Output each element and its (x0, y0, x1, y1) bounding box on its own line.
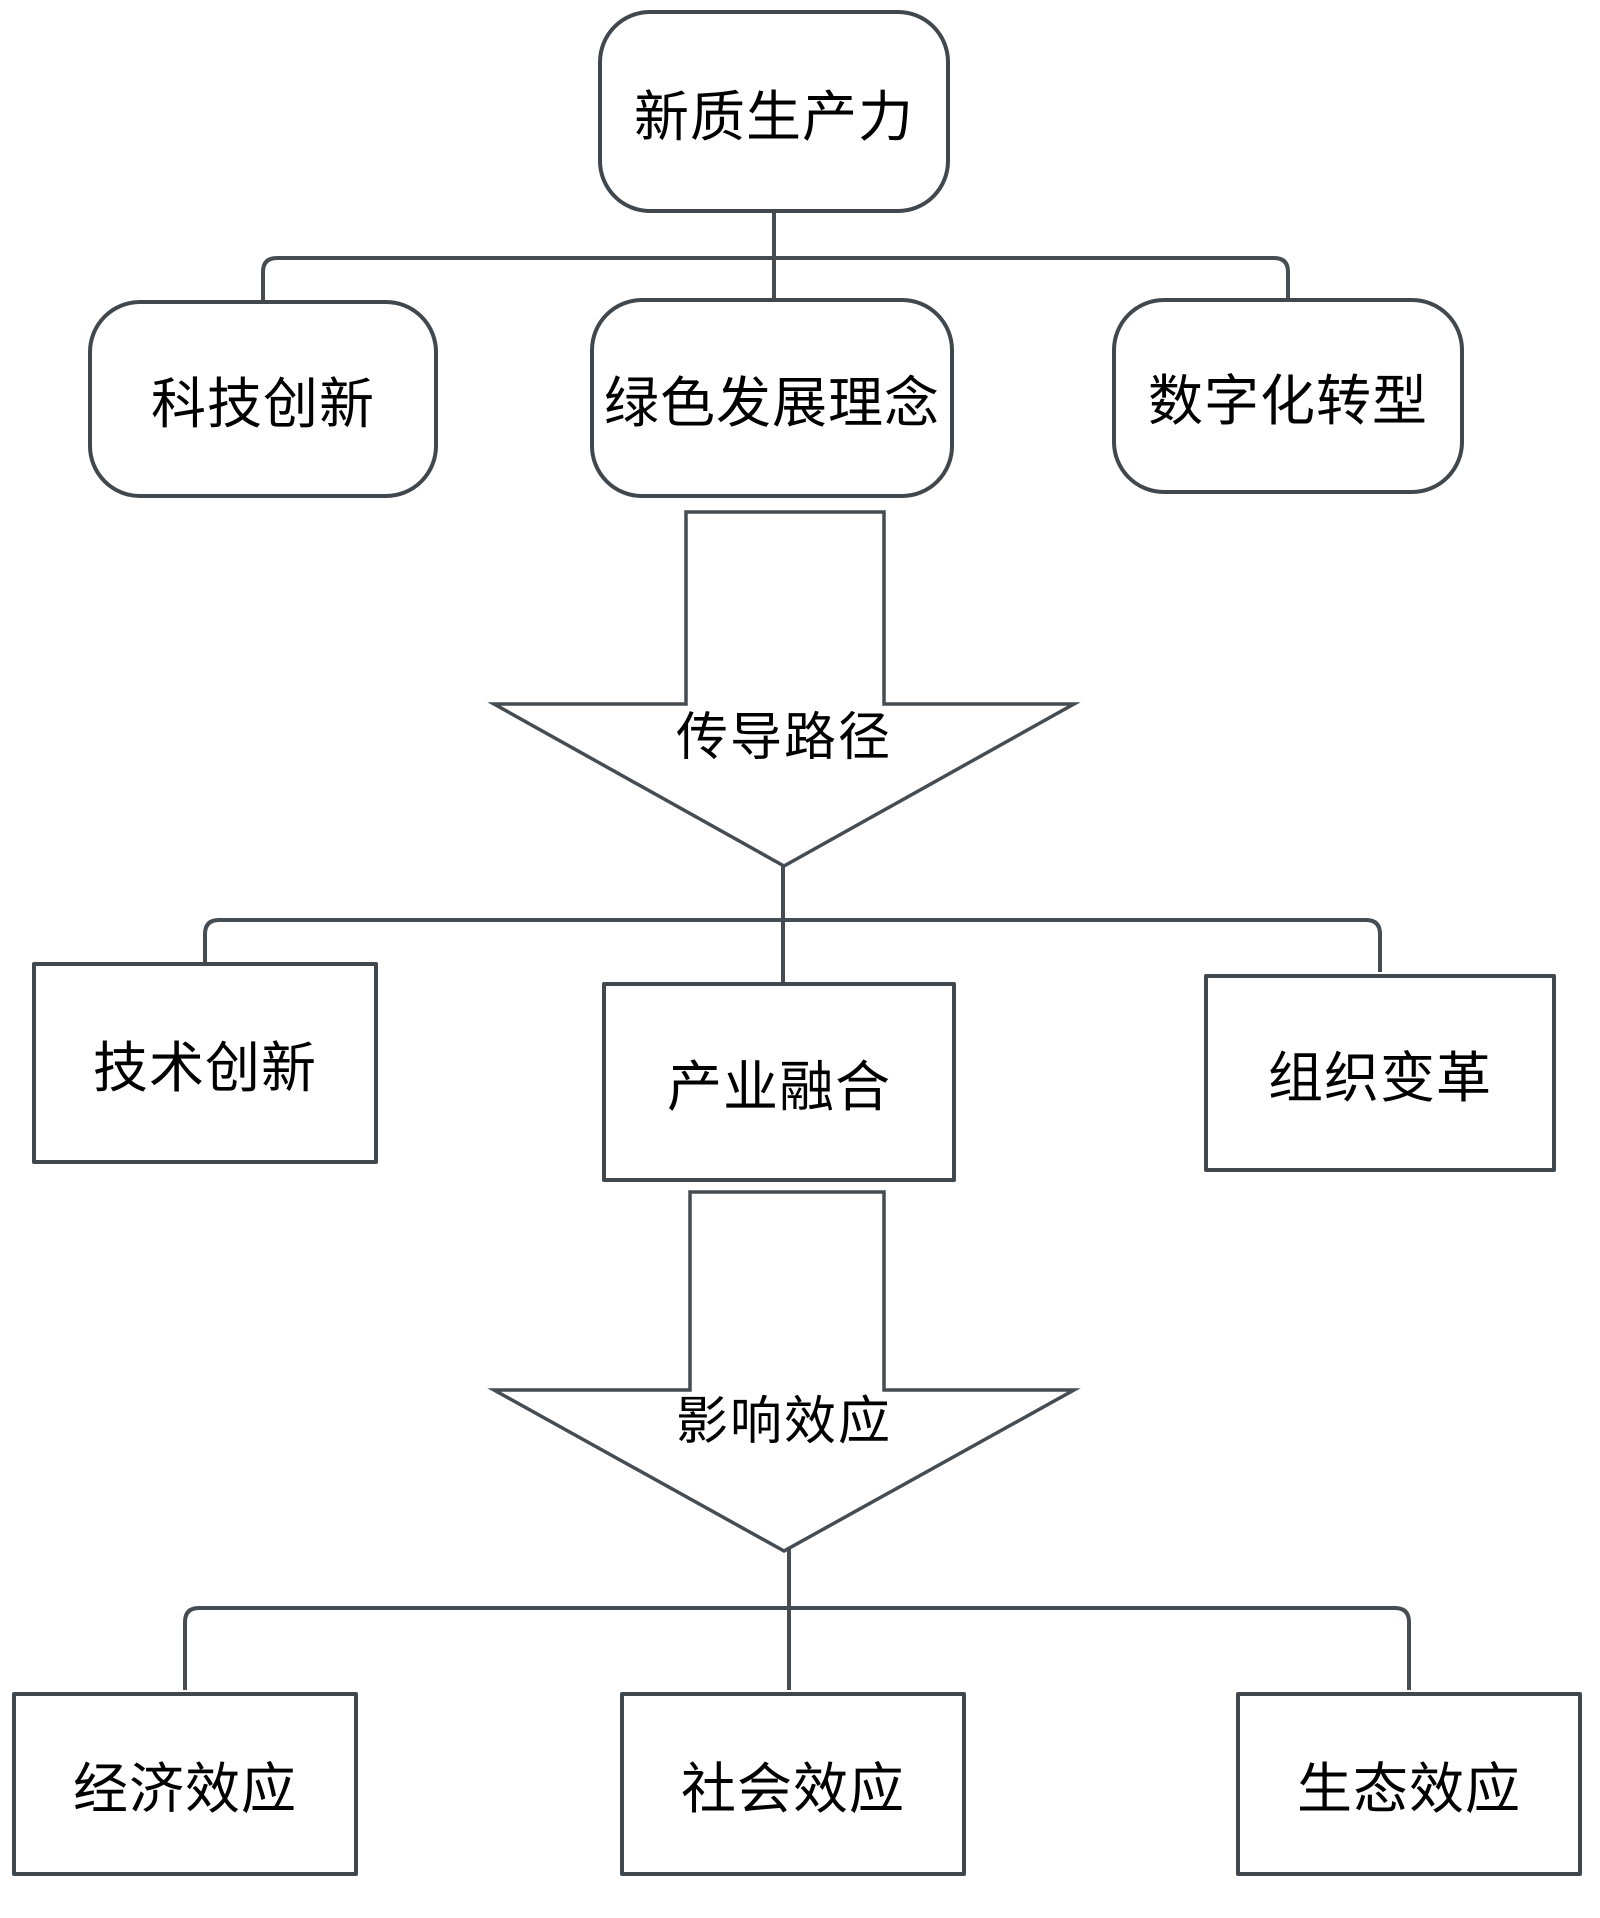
node-industry-integration: 产业融合 (602, 982, 956, 1182)
arrow-label-transmission-path: 传导路径 (675, 709, 892, 767)
node-new-quality-productivity: 新质生产力 (598, 10, 950, 213)
node-technology-innovation: 技术创新 (32, 962, 378, 1164)
branch-line-middle (203, 864, 1382, 982)
branch-line-top (261, 212, 1290, 300)
arrow-label-impact-effect: 影响效应 (675, 1393, 892, 1451)
node-sci-tech-innovation: 科技创新 (88, 300, 438, 498)
node-economic-effect: 经济效应 (12, 1692, 358, 1876)
branch-line-bottom (183, 1549, 1411, 1690)
node-social-effect: 社会效应 (620, 1692, 966, 1876)
node-organizational-change: 组织变革 (1204, 974, 1556, 1172)
node-green-development-concept: 绿色发展理念 (590, 298, 954, 498)
down-block-arrow-transmission (487, 510, 1081, 869)
down-block-arrow-impact (487, 1190, 1081, 1554)
node-ecological-effect: 生态效应 (1236, 1692, 1582, 1876)
node-digital-transformation: 数字化转型 (1112, 298, 1464, 494)
